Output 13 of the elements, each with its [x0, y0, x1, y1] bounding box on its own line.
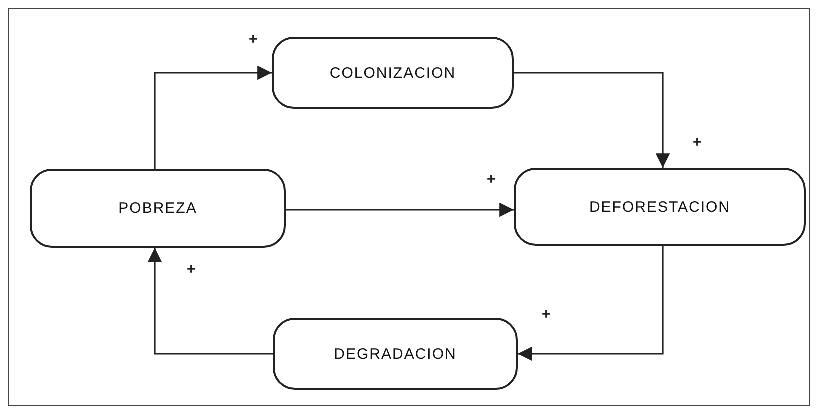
process-box: [514, 168, 806, 246]
box-label: COLONIZACION: [330, 64, 456, 82]
arrow: [518, 246, 664, 362]
box-label: DEFORESTACION: [589, 198, 731, 216]
arrow: [286, 202, 514, 218]
arrow: [514, 72, 670, 168]
box-label: DEGRADACION: [334, 346, 457, 362]
process-box: [30, 169, 286, 248]
box-label: POBREZA: [118, 200, 198, 217]
arrow: [154, 66, 272, 169]
process-box: [273, 318, 518, 390]
process-box: [272, 37, 514, 109]
arrow: [148, 248, 273, 355]
